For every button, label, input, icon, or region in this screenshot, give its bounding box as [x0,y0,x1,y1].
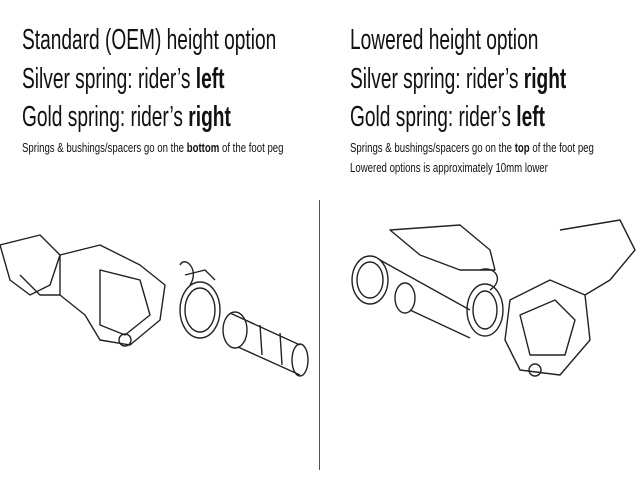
side: left [516,101,546,133]
note-bold: bottom [186,140,220,155]
note-bold: top [514,140,530,155]
lowered-gold-spring: Gold spring: rider’s left [350,101,545,133]
label: Silver spring: rider’s [350,63,524,95]
side: right [523,63,567,95]
side: left [195,63,225,95]
standard-note: Springs & bushings/spacers go on the bot… [22,140,283,156]
lowered-note: Springs & bushings/spacers go on the top… [350,140,594,156]
column-divider [319,200,320,470]
label: Silver spring: rider’s [22,63,196,95]
lowered-assembly-illustration [351,219,636,377]
standard-gold-spring: Gold spring: rider’s right [22,101,231,133]
label: Gold spring: rider’s [350,101,517,133]
standard-title: Standard (OEM) height option [22,24,277,56]
standard-silver-spring: Silver spring: rider’s left [22,63,224,95]
note-text: of the foot peg [219,140,284,155]
note-text: of the foot peg [529,140,594,155]
lowered-silver-spring: Silver spring: rider’s right [350,63,566,95]
lowered-title: Lowered height option [350,24,539,56]
standard-assembly-illustration [0,234,309,377]
note-text: Springs & bushings/spacers go on the [350,140,515,155]
note-text: Springs & bushings/spacers go on the [22,140,187,155]
lowered-note-2: Lowered options is approximately 10mm lo… [350,160,548,175]
label: Gold spring: rider’s [22,101,189,133]
side: right [188,101,231,133]
